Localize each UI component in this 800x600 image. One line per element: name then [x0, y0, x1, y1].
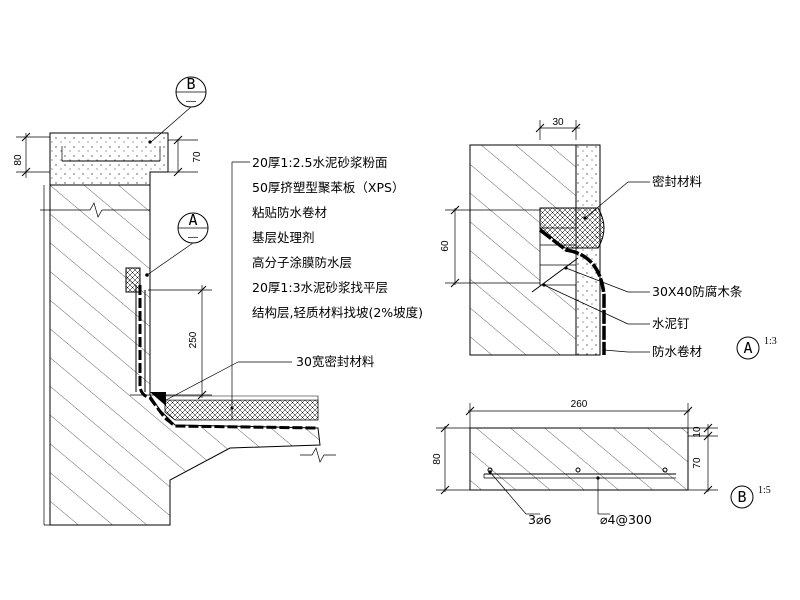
detail-b-tag-letter: B: [737, 488, 746, 506]
detail-a-dim-30: 30: [552, 117, 564, 128]
detail-a-tag-circle: [736, 336, 760, 360]
dim-70-main: [168, 135, 198, 177]
detail-a-tag-letter: A: [743, 339, 752, 357]
corner-sealant: [150, 392, 166, 406]
layer-label-7: 结构层,轻质材料找坡(2%坡度): [252, 305, 423, 320]
sealant-leader: [165, 361, 239, 401]
detail-b-dim-70: 70: [692, 457, 703, 469]
top-fixing-block: [125, 267, 141, 293]
detail-a-dim-60: 60: [440, 240, 451, 252]
detail-a-label-nail: 水泥钉: [652, 316, 690, 331]
callout-b-letter: B: [186, 75, 195, 93]
detail-a-tag-scale: 1:3: [764, 336, 777, 347]
detail-b-label-main: 3⌀6: [528, 512, 551, 527]
detail-b-tag-scale: 1:5: [758, 485, 771, 496]
layer-label-6: 20厚1:3水泥砂浆找平层: [252, 280, 388, 295]
callout-a-sub: —: [188, 232, 198, 243]
detail-a-label-wood: 30X40防腐木条: [652, 284, 743, 299]
detail-a: 30 60 密封材料 30X40防腐木条 水泥钉 防水卷材 A 1:3: [440, 117, 777, 360]
waterproof-membrane: [138, 285, 319, 430]
dim-250: [148, 285, 212, 400]
detail-a-membrane: [538, 228, 606, 355]
detail-b-dim-10: 10: [692, 426, 703, 438]
layer-label-2: 50厚挤塑型聚苯板（XPS）: [252, 180, 404, 195]
layer-label-1: 20厚1:2.5水泥砂浆粉面: [252, 155, 387, 170]
detail-a-label-membrane: 防水卷材: [652, 344, 702, 359]
sealant-label: 30宽密封材料: [296, 354, 375, 369]
detail-a-sealant: [539, 207, 605, 249]
layer-label-5: 高分子涂膜防水层: [252, 255, 352, 270]
callout-a-letter: A: [188, 211, 197, 229]
main-section: 80 70: [13, 75, 423, 526]
dim-250-label: 250: [188, 331, 199, 348]
layer-label-3: 粘贴防水卷材: [252, 205, 327, 220]
detail-b-coping: [469, 427, 689, 491]
dim-70-main-label: 70: [192, 151, 203, 163]
layer-label-4: 基层处理剂: [252, 230, 315, 245]
callout-b-sub: —: [186, 96, 196, 107]
detail-b-dim-80: 80: [432, 453, 443, 465]
detail-b-label-stirrup: ⌀4@300: [600, 512, 652, 527]
detail-a-nail: [531, 257, 579, 293]
detail-a-label-sealant: 密封材料: [652, 174, 703, 189]
detail-a-plaster: [575, 144, 601, 356]
dim-80-main-label: 80: [13, 154, 24, 166]
detail-b-dim-260: 260: [571, 399, 588, 410]
xps-insulation: [164, 399, 319, 421]
dim-80-main: [16, 132, 50, 178]
detail-b-tag-circle: [730, 485, 754, 509]
detail-b: 260 80 10 70 3⌀6 ⌀4@300: [432, 399, 771, 527]
